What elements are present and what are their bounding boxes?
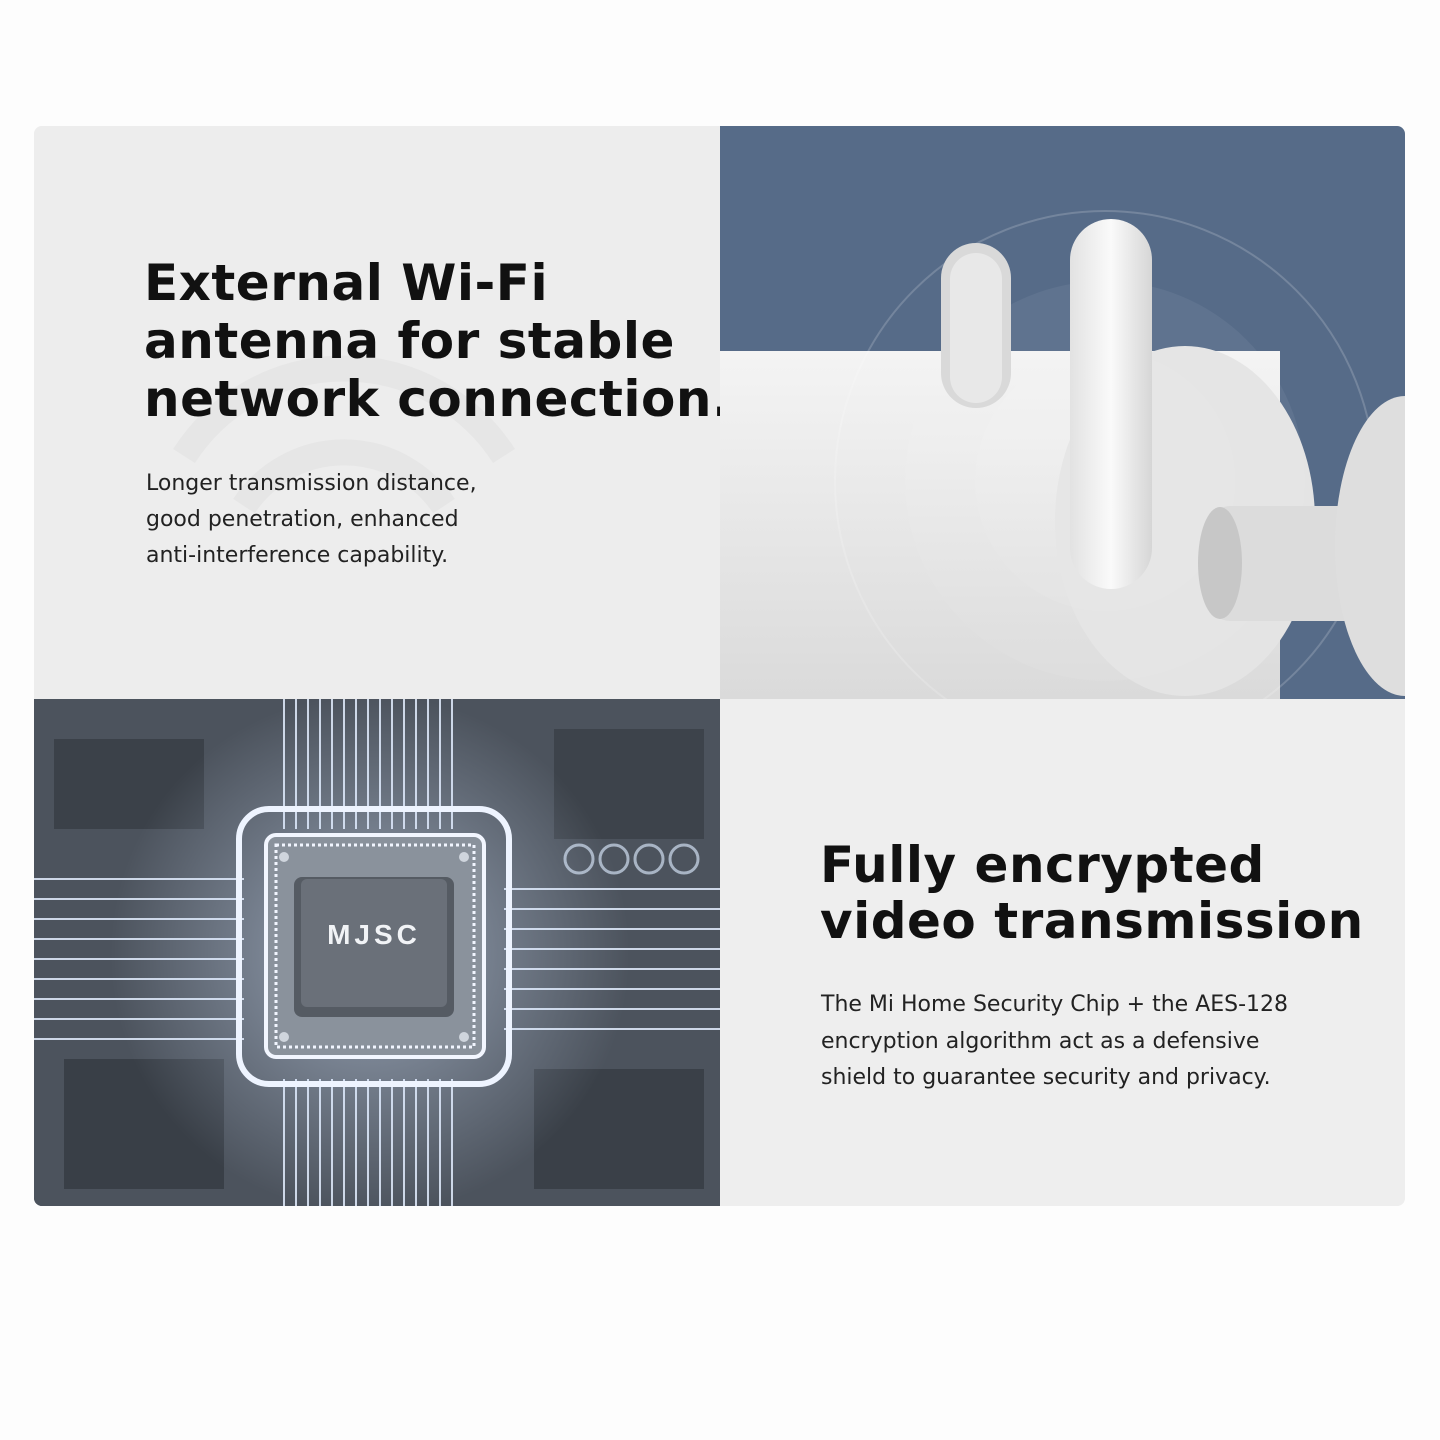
encryption-description: The Mi Home Security Chip + the AES-128 … bbox=[821, 992, 1289, 1090]
wifi-description: Longer transmission distance, good penet… bbox=[146, 471, 477, 568]
encryption-feature-panel: Fully encrypted video transmission The M… bbox=[720, 699, 1405, 1206]
chip-label: MJSC bbox=[327, 919, 421, 950]
encryption-title: Fully encrypted video transmission bbox=[820, 836, 1364, 950]
feature-card: External Wi-Fi antenna for stable networ… bbox=[34, 126, 1405, 1206]
wifi-watermark-icon bbox=[173, 355, 515, 514]
wifi-title: External Wi-Fi antenna for stable networ… bbox=[144, 254, 720, 428]
wifi-feature-panel: External Wi-Fi antenna for stable networ… bbox=[34, 126, 720, 699]
camera-antenna-image bbox=[720, 126, 1405, 699]
security-chip-image: MJSC bbox=[34, 699, 720, 1206]
